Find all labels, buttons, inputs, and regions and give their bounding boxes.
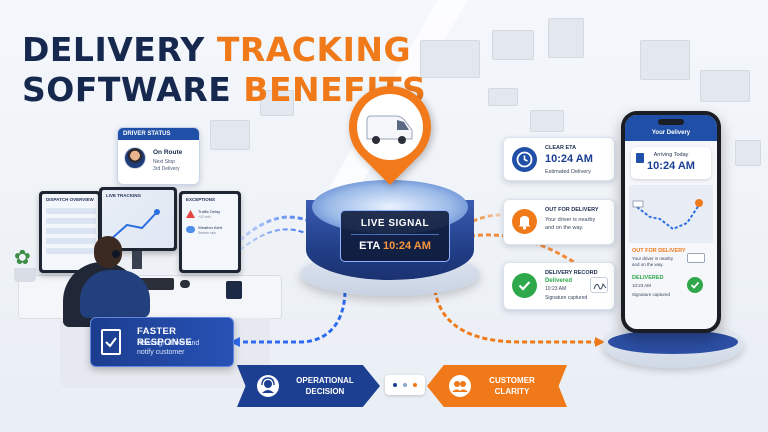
phone-title: Your Delivery bbox=[625, 115, 717, 141]
live-signal-panel: LIVE SIGNAL ETA 10:24 AM bbox=[340, 210, 450, 262]
exception-traffic-detail: +12 min bbox=[198, 215, 211, 219]
operational-decision-line1: OPERATIONAL bbox=[296, 376, 354, 385]
check-circle-icon bbox=[512, 273, 537, 298]
exception-traffic: Traffic Delay bbox=[198, 209, 221, 214]
dispatch-overview-title: DISPATCH OVERVIEW bbox=[46, 197, 94, 202]
customer-clarity-line2: CLARITY bbox=[494, 387, 530, 396]
phone-delivered-sub: Signature captured bbox=[632, 292, 671, 297]
clear-eta-label: CLEAR ETA bbox=[545, 145, 577, 151]
background-building bbox=[210, 120, 250, 150]
monitor-stand bbox=[132, 251, 142, 269]
headset-icon bbox=[112, 250, 120, 258]
headline-word: DELIVERY bbox=[22, 30, 205, 69]
phone-notch bbox=[658, 119, 684, 125]
bell-icon bbox=[512, 209, 537, 234]
plant-pot bbox=[14, 268, 36, 282]
faster-response-title: FASTER RESPONSE bbox=[137, 326, 193, 348]
phone-device: Your Delivery Arriving Today 10:24 AM OU… bbox=[621, 111, 721, 333]
support-agent-icon bbox=[257, 375, 279, 397]
phone-ofd-sub2: and on the way. bbox=[632, 262, 664, 267]
phone-arrival-time: 10:24 AM bbox=[647, 160, 695, 172]
delivery-record-status: Delivered bbox=[545, 278, 573, 284]
driver-next-delivery: 3rd Delivery bbox=[153, 166, 180, 172]
exception-weather-detail: Severe rain bbox=[198, 231, 216, 235]
phone-ofd-label: OUT FOR DELIVERY bbox=[632, 248, 686, 254]
faster-response-line1: Reassign driver and bbox=[137, 340, 200, 347]
out-for-delivery-card: OUT FOR DELIVERY Your driver is nearby a… bbox=[503, 199, 615, 245]
headline-word: TRACKING bbox=[216, 30, 412, 69]
live-tracking-title: LIVE TRACKING bbox=[106, 193, 142, 198]
background-building bbox=[548, 18, 584, 58]
monitor-exceptions: EXCEPTIONS Traffic Delay +12 min Weather… bbox=[179, 191, 241, 273]
phone-delivered-label: DELIVERED bbox=[632, 275, 664, 281]
faster-response-line2: notify customer bbox=[137, 349, 185, 356]
driver-status-value: On Route bbox=[153, 149, 183, 156]
background-building bbox=[700, 70, 750, 102]
clear-eta-value: 10:24 AM bbox=[545, 153, 593, 165]
exception-weather: Weather Alert bbox=[198, 225, 223, 230]
operational-decision-line2: DECISION bbox=[305, 387, 345, 396]
cloud-icon bbox=[186, 226, 195, 233]
phone-calendar-icon bbox=[636, 153, 644, 163]
monitor-dispatch: DISPATCH OVERVIEW bbox=[39, 191, 101, 273]
signature-icon bbox=[590, 277, 608, 293]
van-icon bbox=[364, 112, 413, 144]
clipboard-check-icon bbox=[101, 329, 121, 355]
driver-status-card: DRIVER STATUS On Route Next Stop 3rd Del… bbox=[117, 127, 200, 185]
phone-van-icon bbox=[687, 253, 705, 263]
plant-icon: ✿ bbox=[14, 247, 31, 269]
background-van bbox=[488, 88, 518, 106]
driver-status-header: DRIVER STATUS bbox=[118, 128, 199, 140]
clear-eta-sub: Estimated Delivery bbox=[545, 169, 591, 175]
customers-icon bbox=[449, 375, 471, 397]
mouse bbox=[180, 280, 190, 288]
warning-icon bbox=[186, 210, 195, 218]
exceptions-title: EXCEPTIONS bbox=[186, 197, 216, 202]
background-building bbox=[492, 30, 534, 60]
operational-decision-text: OPERATIONAL DECISION bbox=[285, 375, 365, 397]
phone-pedestal-ring bbox=[608, 330, 738, 354]
out-for-delivery-sub2: and on the way. bbox=[545, 225, 584, 231]
faster-response-card: FASTER RESPONSE Reassign driver and noti… bbox=[90, 317, 234, 367]
delivery-record-card: DELIVERY RECORD Delivered 10:23 AM Signa… bbox=[503, 262, 615, 310]
out-for-delivery-label: OUT FOR DELIVERY bbox=[545, 207, 599, 213]
clear-eta-card: CLEAR ETA 10:24 AM Estimated Delivery bbox=[503, 137, 615, 181]
live-signal-label: LIVE SIGNAL bbox=[360, 218, 430, 229]
driver-avatar bbox=[124, 147, 146, 169]
delivery-record-label: DELIVERY RECORD bbox=[545, 270, 598, 276]
headline-word: SOFTWARE bbox=[22, 70, 232, 109]
background-building bbox=[420, 40, 480, 78]
phone-ofd-sub1: Your driver is nearby bbox=[632, 256, 674, 261]
out-for-delivery-sub1: Your driver is nearby bbox=[545, 217, 596, 223]
phone-arrival-card: Arriving Today 10:24 AM bbox=[631, 147, 711, 179]
delivery-record-time: 10:23 AM bbox=[545, 286, 567, 292]
delivery-record-sub: Signature captured bbox=[545, 295, 588, 301]
operator-body bbox=[80, 270, 150, 318]
background-building bbox=[735, 140, 761, 166]
phone-route-map bbox=[629, 185, 713, 243]
eta-value: 10:24 AM bbox=[382, 240, 431, 252]
clock-icon bbox=[512, 147, 537, 172]
background-building bbox=[530, 110, 564, 132]
mug bbox=[226, 281, 242, 299]
background-building bbox=[260, 90, 294, 116]
customer-clarity-line1: CUSTOMER bbox=[489, 376, 535, 385]
phone-arriving-label: Arriving Today bbox=[653, 152, 689, 158]
connector-dots bbox=[385, 375, 425, 395]
background-building bbox=[640, 40, 690, 80]
driver-next-stop: Next Stop bbox=[153, 159, 175, 165]
phone-delivered-time: 10:23 AM bbox=[632, 283, 652, 288]
customer-clarity-text: CUSTOMER CLARITY bbox=[476, 375, 548, 397]
eta-label: ETA bbox=[359, 240, 380, 252]
phone-check-icon bbox=[687, 277, 703, 293]
